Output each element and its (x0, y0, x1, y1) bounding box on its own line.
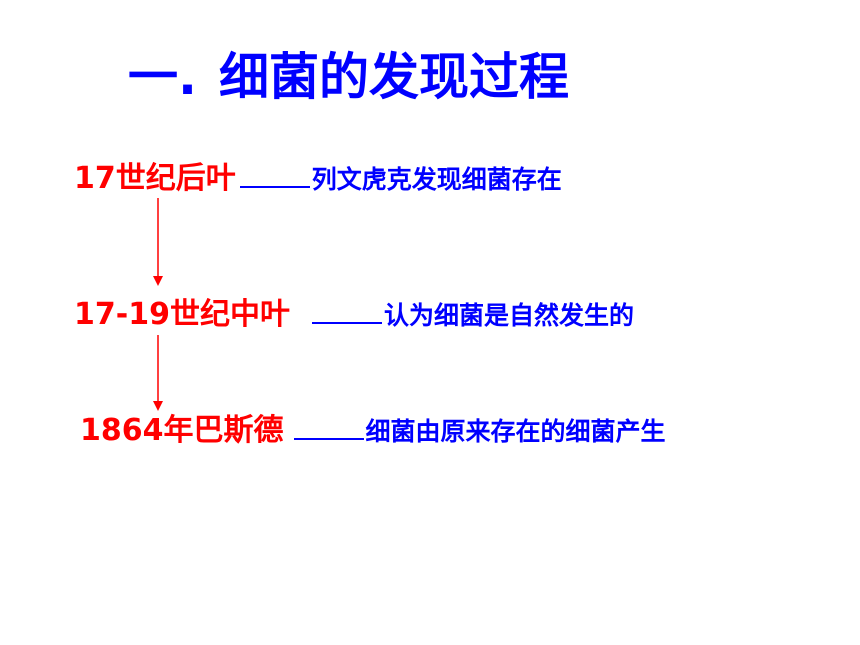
timeline-item: 17-19世纪中叶 认为细菌是自然发生的 (74, 300, 634, 330)
arrow-down-icon (153, 198, 163, 286)
timeline-event: 认为细菌是自然发生的 (383, 301, 634, 330)
timeline-item: 17世纪后叶 列文虎克发现细菌存在 (74, 164, 562, 194)
arrow-down-icon (153, 335, 163, 411)
dash-connector (239, 185, 310, 188)
timeline-era: 17世纪后叶 (74, 161, 236, 196)
dash-connector (293, 437, 364, 440)
dash-connector (311, 321, 382, 324)
timeline-era: 17-19世纪中叶 (74, 297, 290, 332)
timeline-item: 1864年巴斯德 细菌由原来存在的细菌产生 (80, 416, 666, 446)
timeline-era: 1864年巴斯德 (80, 413, 284, 448)
timeline-event: 细菌由原来存在的细菌产生 (365, 417, 666, 446)
title-number: 一. (128, 48, 197, 106)
title-text: 细菌的发现过程 (219, 48, 569, 106)
slide-title: 一.细菌的发现过程 (128, 52, 569, 102)
timeline-event: 列文虎克发现细菌存在 (311, 165, 562, 194)
